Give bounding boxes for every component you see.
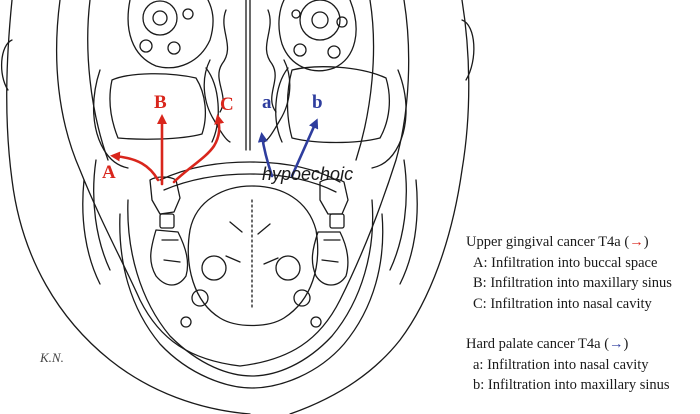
- arrow-b: [290, 118, 319, 178]
- arrow-C: [172, 114, 225, 184]
- legend-upper-title: Upper gingival cancer T4a (→): [466, 232, 700, 253]
- legend: Upper gingival cancer T4a (→) A: Infiltr…: [466, 232, 700, 396]
- legend-hard-close: ): [623, 336, 629, 352]
- label-b: b: [312, 92, 323, 113]
- legend-hard-title: Hard palate cancer T4a (→): [466, 334, 700, 355]
- legend-spacer: [466, 314, 700, 334]
- right-ear: [461, 19, 475, 81]
- left-maxillary-sinus: [109, 73, 207, 140]
- legend-item-b: b: Infiltration into maxillary sinus: [473, 377, 670, 393]
- legend-item-B: B: Infiltration into maxillary sinus: [473, 275, 672, 291]
- left-ear: [1, 39, 13, 91]
- label-a: a: [262, 92, 272, 113]
- arrow-A: [110, 151, 160, 182]
- legend-item-C: C: Infiltration into nasal cavity: [473, 295, 652, 312]
- legend-item-A: A: Infiltration into buccal space: [473, 254, 658, 271]
- artist-signature: K.N.: [39, 350, 64, 365]
- head-outline-right: [289, 0, 470, 414]
- right-maxillary-sinus: [286, 66, 391, 144]
- legend-hard-title-text: Hard palate cancer T4a (: [466, 336, 610, 352]
- mandible: [127, 199, 374, 377]
- hypoechoic-label: hypoechoic: [262, 164, 353, 184]
- legend-item-a: a: Infiltration into nasal cavity: [473, 356, 649, 373]
- red-arrow-symbol: →: [629, 234, 644, 250]
- tongue: [187, 185, 319, 327]
- face-contour: [55, 0, 410, 367]
- blue-arrow-symbol: →: [609, 336, 624, 352]
- label-C: C: [220, 94, 234, 115]
- legend-upper-close: ): [643, 234, 649, 250]
- head-outline: [6, 0, 251, 414]
- label-A: A: [102, 162, 116, 183]
- label-B: B: [154, 92, 167, 113]
- red-arrows: [110, 114, 225, 186]
- legend-upper-title-text: Upper gingival cancer T4a (: [466, 234, 630, 250]
- blue-arrows: [257, 118, 319, 178]
- arrow-a: [257, 132, 274, 178]
